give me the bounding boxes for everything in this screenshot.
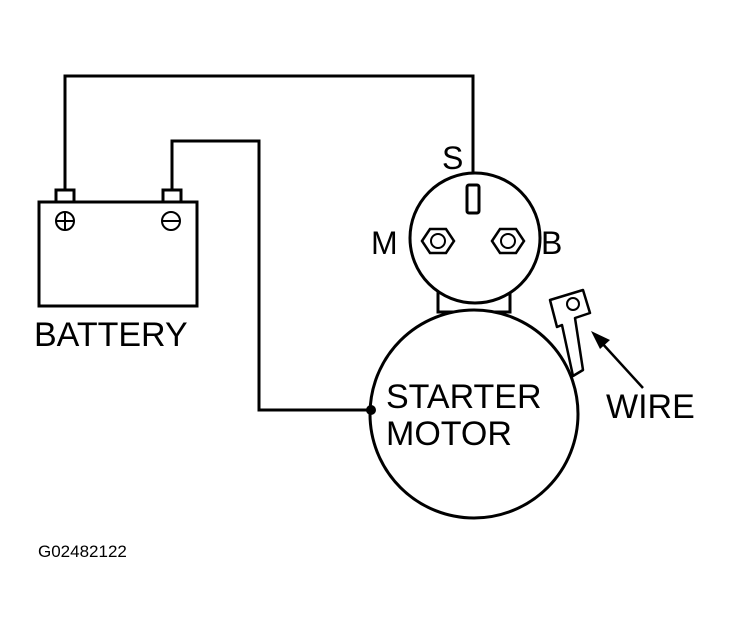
figure-id: G02482122 [38,542,127,561]
motor-ground-connection-dot [366,405,376,415]
wire-negative-to-motor [170,139,371,412]
battery-negative-symbol [161,211,181,231]
ground-wire-terminal [548,288,592,378]
terminal-m-label: M [371,225,398,261]
battery-label: BATTERY [34,316,188,354]
terminal-s-label: S [442,140,463,176]
wire-positive-to-s-terminal [63,74,475,190]
battery-positive-symbol [55,211,75,231]
battery-body [37,200,199,308]
wire-callout-label: WIRE [606,388,695,426]
starter-motor-label-line2: MOTOR [386,415,512,453]
b-terminal-nut [490,227,526,255]
m-terminal-nut [420,227,456,255]
wire-callout-arrow [591,331,644,389]
solenoid-body [408,171,542,305]
terminal-b-label: B [541,225,562,261]
s-terminal-tab [465,183,481,215]
starter-motor-label-line1: STARTER [386,378,542,416]
battery [37,188,199,308]
